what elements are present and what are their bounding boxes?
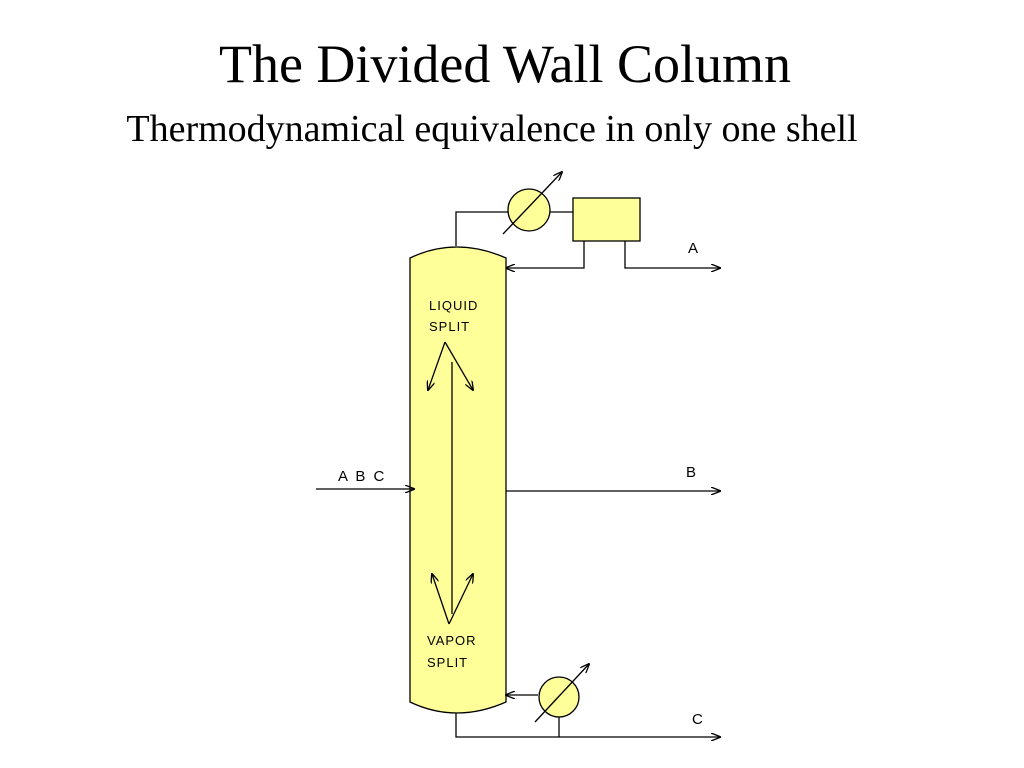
slide-title: The Divided Wall Column <box>218 34 792 94</box>
side-product-label: B <box>686 464 696 481</box>
top-product-label: A <box>688 240 698 257</box>
liquid-split-label-line2: SPLIT <box>429 319 470 334</box>
reflux-line <box>506 241 585 268</box>
liquid-split-arrow-right <box>444 341 473 390</box>
liquid-split-arrow-left <box>428 341 446 390</box>
condenser-icon <box>507 188 551 232</box>
vapor-split-label-line1: VAPOR <box>427 633 477 648</box>
reflux-drum-icon <box>572 197 641 242</box>
bottom-product-line <box>455 713 720 737</box>
column-shell <box>409 246 507 714</box>
top-product-line <box>624 241 720 268</box>
vapor-split-arrow-right <box>448 574 473 625</box>
condenser-arrow <box>502 172 562 235</box>
feed-label: A B C <box>338 468 386 485</box>
reboiler-arrow <box>534 664 589 723</box>
bottom-product-label: C <box>692 711 703 728</box>
vapor-split-label-line2: SPLIT <box>427 655 468 670</box>
vapor-split-arrow-left <box>432 574 450 625</box>
liquid-split-label-line1: LIQUID <box>429 298 478 313</box>
slide-subtitle: Thermodynamical equivalence in only one … <box>126 108 858 150</box>
overhead-vapor-line <box>455 211 508 246</box>
